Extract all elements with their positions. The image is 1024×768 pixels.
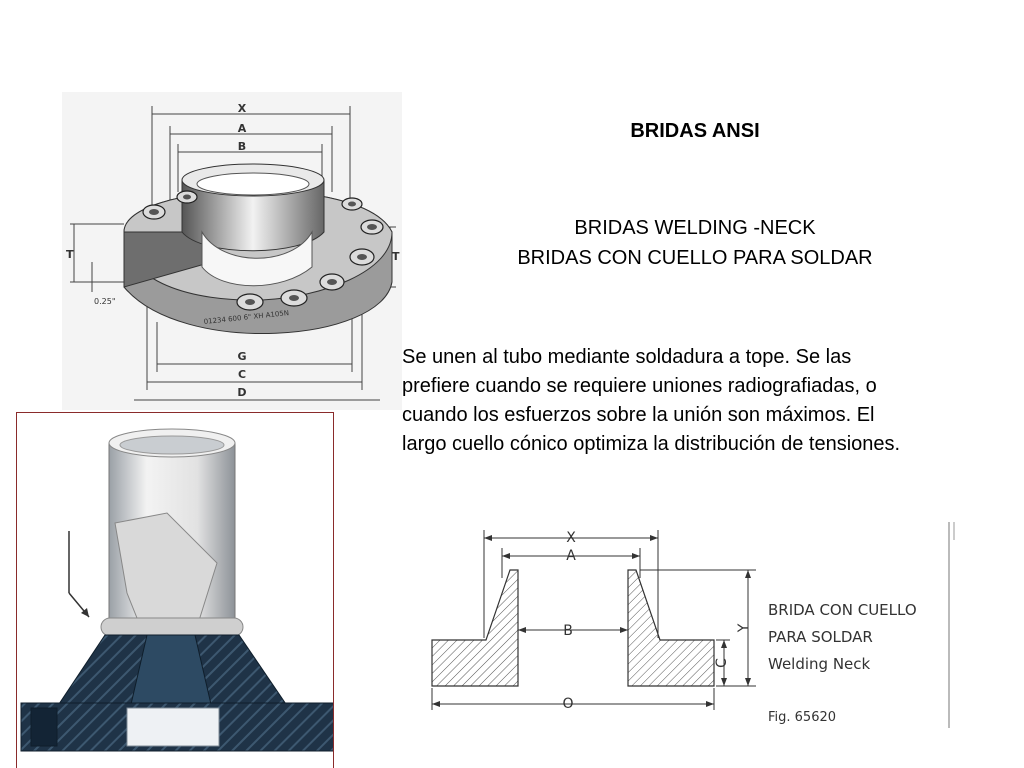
welding-neck-section-drawing: X A B O Y C BRIDA CON CUELLO PARA SOLDAR…: [431, 522, 955, 728]
section-label-a: A: [566, 548, 576, 564]
dim-label-x: X: [238, 102, 247, 115]
section-label-y: Y: [736, 623, 752, 633]
section-label-b: B: [563, 623, 573, 639]
dim-label-c: C: [238, 368, 246, 381]
dim-label-a: A: [238, 122, 247, 135]
isometric-flange-drawing: X A B T T G C D 0.25" 01234 600 6" XH: [62, 92, 402, 410]
section-caption-line-3: Welding Neck: [768, 655, 871, 673]
dim-label-g: G: [237, 350, 246, 363]
cutaway-illustration-frame: [16, 412, 334, 768]
description-line: cuando los esfuerzos sobre la unión son …: [402, 404, 875, 426]
section-label-c: C: [714, 658, 730, 668]
section-label-o: O: [562, 696, 573, 712]
section-caption-line-1: BRIDA CON CUELLO: [768, 601, 917, 619]
description-line: Se unen al tubo mediante soldadura a top…: [402, 346, 852, 368]
description-paragraph: Se unen al tubo mediante soldadura a top…: [402, 343, 1024, 459]
page-title: BRIDAS ANSI: [630, 120, 760, 142]
dim-label-t: T: [392, 250, 400, 263]
welding-neck-cutaway-illustration: [20, 428, 333, 752]
dim-label-d: D: [237, 386, 246, 399]
description-line: prefiere cuando se requiere uniones radi…: [402, 375, 877, 397]
dim-label-b: B: [238, 140, 246, 153]
dim-label-t1: T: [66, 248, 74, 261]
section-caption-line-2: PARA SOLDAR: [768, 628, 873, 646]
section-figure-number: Fig. 65620: [768, 710, 836, 725]
subtitle-line-1: BRIDAS WELDING -NECK: [574, 217, 816, 239]
section-label-x: X: [566, 530, 576, 546]
description-line: largo cuello cónico optimiza la distribu…: [402, 433, 901, 455]
subtitle-line-2: BRIDAS CON CUELLO PARA SOLDAR: [517, 247, 873, 269]
dim-label-offset: 0.25": [94, 297, 116, 306]
